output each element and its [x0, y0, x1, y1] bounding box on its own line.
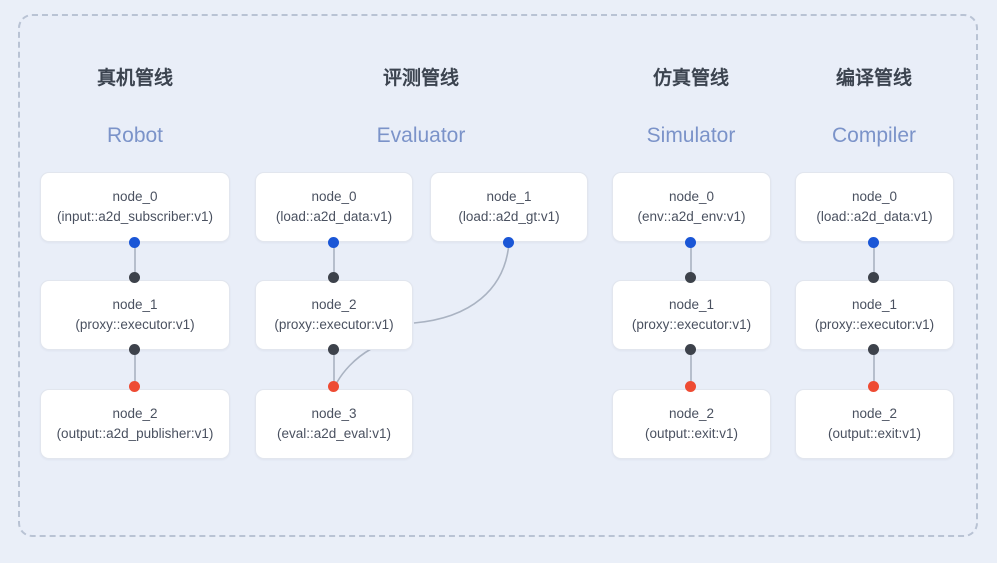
column-title-cn-robot: 真机管线	[96, 68, 173, 89]
node-evaluator-2-name: node_2	[311, 297, 357, 312]
node-compiler-2-sub: (output::exit:v1)	[827, 426, 922, 441]
port-evaluator-2-out[interactable]	[328, 344, 339, 355]
column-title-en-robot: Robot	[106, 124, 164, 147]
node-evaluator-0[interactable]: node_0 (load::a2d_data:v1)	[255, 172, 413, 242]
node-compiler-2[interactable]: node_2 (output::exit:v1)	[795, 389, 954, 459]
node-simulator-1[interactable]: node_1 (proxy::executor:v1)	[612, 280, 771, 350]
port-simulator-2-in[interactable]	[685, 381, 696, 392]
node-simulator-2[interactable]: node_2 (output::exit:v1)	[612, 389, 771, 459]
node-simulator-1-sub: (proxy::executor:v1)	[631, 317, 752, 332]
node-evaluator-1[interactable]: node_1 (load::a2d_gt:v1)	[430, 172, 588, 242]
node-robot-2-name: node_2	[112, 406, 158, 421]
port-evaluator-1-out[interactable]	[503, 237, 514, 248]
node-evaluator-0-name: node_0	[311, 189, 357, 204]
node-compiler-1-sub: (proxy::executor:v1)	[814, 317, 935, 332]
node-simulator-1-name: node_1	[668, 297, 715, 312]
node-evaluator-0-sub: (load::a2d_data:v1)	[275, 209, 393, 224]
port-simulator-1-in[interactable]	[685, 272, 696, 283]
node-evaluator-1-sub: (load::a2d_gt:v1)	[458, 209, 560, 224]
node-compiler-2-name: node_2	[851, 406, 898, 421]
node-compiler-0-sub: (load::a2d_data:v1)	[816, 209, 933, 224]
port-compiler-2-in[interactable]	[868, 381, 879, 392]
column-title-en-evaluator: Evaluator	[376, 124, 466, 147]
node-evaluator-3-sub: (eval::a2d_eval:v1)	[276, 426, 392, 441]
node-evaluator-2[interactable]: node_2 (proxy::executor:v1)	[255, 280, 413, 350]
column-title-cn-evaluator: 评测管线	[382, 68, 459, 89]
port-compiler-1-out[interactable]	[868, 344, 879, 355]
port-robot-0-out[interactable]	[129, 237, 140, 248]
node-robot-0[interactable]: node_0 (input::a2d_subscriber:v1)	[40, 172, 230, 242]
column-title-cn-simulator: 仿真管线	[652, 68, 729, 89]
port-simulator-0-out[interactable]	[685, 237, 696, 248]
node-robot-2-sub: (output::a2d_publisher:v1)	[56, 426, 214, 441]
port-robot-1-in[interactable]	[129, 272, 140, 283]
node-simulator-0[interactable]: node_0 (env::a2d_env:v1)	[612, 172, 771, 242]
column-title-en-simulator: Simulator	[646, 124, 736, 147]
node-compiler-1-name: node_1	[851, 297, 898, 312]
port-compiler-1-in[interactable]	[868, 272, 879, 283]
column-title-cn-compiler: 编译管线	[835, 68, 912, 89]
column-title-en-compiler: Compiler	[831, 124, 917, 147]
port-compiler-0-out[interactable]	[868, 237, 879, 248]
node-compiler-0[interactable]: node_0 (load::a2d_data:v1)	[795, 172, 954, 242]
port-robot-1-out[interactable]	[129, 344, 140, 355]
port-evaluator-0-out[interactable]	[328, 237, 339, 248]
node-robot-1-sub: (proxy::executor:v1)	[75, 317, 195, 332]
port-evaluator-3-in[interactable]	[328, 381, 339, 392]
node-evaluator-2-sub: (proxy::executor:v1)	[274, 317, 394, 332]
node-robot-1-name: node_1	[112, 297, 158, 312]
node-evaluator-3[interactable]: node_3 (eval::a2d_eval:v1)	[255, 389, 413, 459]
port-robot-2-in[interactable]	[129, 381, 140, 392]
node-compiler-0-name: node_0	[851, 189, 898, 204]
node-compiler-1[interactable]: node_1 (proxy::executor:v1)	[795, 280, 954, 350]
node-evaluator-3-name: node_3	[311, 406, 357, 421]
port-simulator-1-out[interactable]	[685, 344, 696, 355]
node-robot-2[interactable]: node_2 (output::a2d_publisher:v1)	[40, 389, 230, 459]
node-evaluator-1-name: node_1	[486, 189, 532, 204]
node-robot-1[interactable]: node_1 (proxy::executor:v1)	[40, 280, 230, 350]
node-robot-0-sub: (input::a2d_subscriber:v1)	[56, 209, 214, 224]
node-simulator-0-sub: (env::a2d_env:v1)	[637, 209, 746, 224]
node-simulator-2-name: node_2	[668, 406, 715, 421]
port-evaluator-2-in[interactable]	[328, 272, 339, 283]
node-simulator-2-sub: (output::exit:v1)	[644, 426, 739, 441]
node-simulator-0-name: node_0	[668, 189, 715, 204]
node-robot-0-name: node_0	[112, 189, 158, 204]
